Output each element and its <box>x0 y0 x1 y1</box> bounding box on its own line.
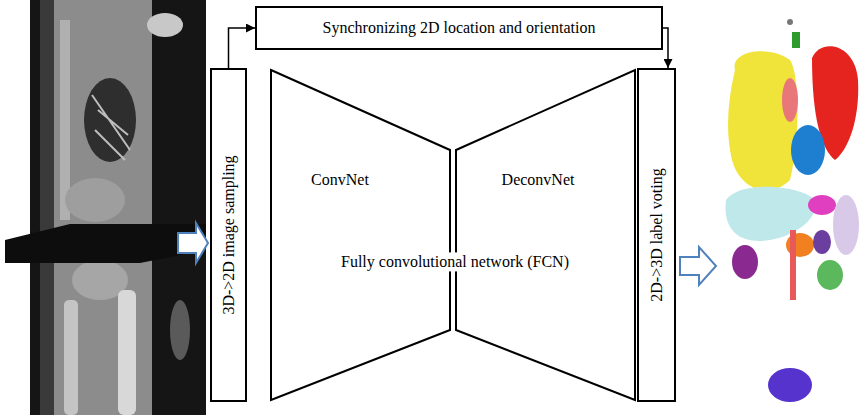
deconvnet-trapezoid <box>456 70 635 400</box>
organ-blob <box>728 51 797 190</box>
organ-blob <box>782 78 798 122</box>
organ-blob <box>725 187 815 241</box>
axial-plane <box>5 224 206 263</box>
shoulder-bone <box>147 13 183 37</box>
organ-blob <box>791 125 825 175</box>
organ-blob <box>833 195 859 255</box>
coronal-plane <box>30 0 206 415</box>
organ-blob <box>732 245 758 279</box>
output-arrow <box>680 247 716 285</box>
process-box: 3D->2D image sampling <box>210 68 247 402</box>
network-hourglass: ConvNet DeconvNetFully convolutional netw… <box>268 68 638 402</box>
arm-region <box>170 300 190 360</box>
box-label: 3D->2D image sampling <box>219 155 238 314</box>
flow-arrow <box>229 28 256 68</box>
network-label: Fully convolutional network (FCN) <box>338 252 572 271</box>
process-box: 2D->3D label voting <box>637 68 676 402</box>
input-arrow <box>178 223 208 263</box>
network-label: ConvNet <box>311 170 369 189</box>
organ-blob <box>808 195 836 215</box>
organ-blob <box>792 32 800 48</box>
network-label: DeconvNet <box>502 170 575 189</box>
slice-edge <box>40 0 54 415</box>
femur-bone <box>118 290 136 415</box>
hourglass-outline <box>268 68 638 402</box>
convnet-trapezoid <box>271 70 450 400</box>
process-box: Synchronizing 2D location and orientatio… <box>255 6 663 50</box>
lung-region <box>84 78 136 162</box>
organ-blob <box>790 230 796 300</box>
organ-blob <box>768 368 812 402</box>
organ-blob <box>813 230 831 254</box>
sagittal-slice <box>40 0 152 415</box>
liver-region <box>65 178 125 222</box>
organ-segmentation <box>725 19 859 402</box>
leg-bone <box>64 300 78 415</box>
organ-blob <box>817 260 843 290</box>
flow-arrow <box>663 28 668 68</box>
box-label: Synchronizing 2D location and orientatio… <box>323 18 596 37</box>
ct-volume <box>5 0 206 415</box>
organ-blob <box>787 19 793 25</box>
box-label: 2D->3D label voting <box>647 168 666 301</box>
rib-lines <box>92 95 130 160</box>
